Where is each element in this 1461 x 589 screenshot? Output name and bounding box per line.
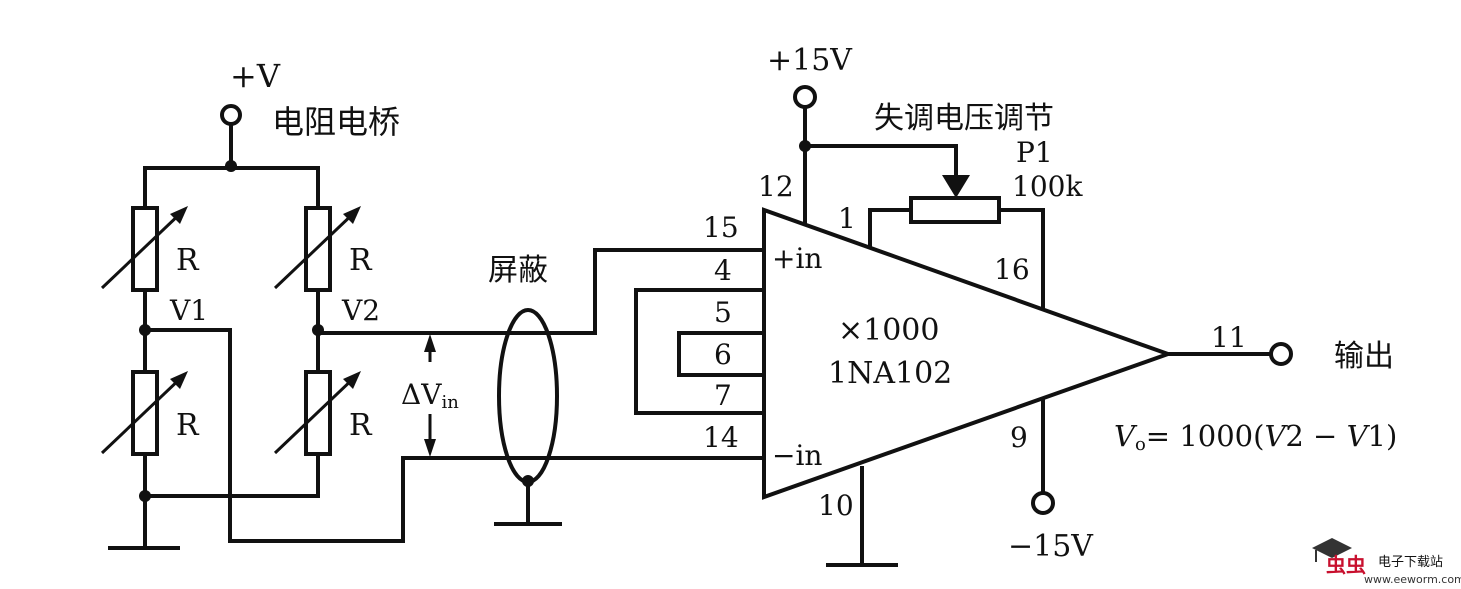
- pin-10-label: 10: [818, 489, 854, 522]
- potentiometer-p1: [909, 196, 1001, 224]
- pin-5-label: 5: [714, 296, 732, 329]
- signal-wiring: ΔVin 屏蔽: [143, 248, 766, 543]
- strap-pin5-pin6: [677, 331, 766, 377]
- node-v1-label: V1: [169, 294, 208, 327]
- offset-title: 失调电压调节: [874, 101, 1054, 136]
- pin-11-label: 11: [1211, 321, 1247, 354]
- watermark-site: 电子下载站: [1378, 555, 1443, 570]
- bridge-top-wire: [143, 166, 320, 210]
- neg-15v-terminal: [1031, 491, 1055, 515]
- delta-vin-label: ΔVin: [401, 378, 459, 413]
- variable-arrow-icon: [100, 206, 188, 290]
- pin-6-label: 6: [714, 338, 732, 371]
- pot-value-label: 100k: [1012, 170, 1083, 203]
- pin-14-label: 14: [703, 421, 739, 454]
- pot-name-label: P1: [1016, 136, 1053, 169]
- pin-12-label: 12: [758, 170, 794, 203]
- pin-4-label: 4: [714, 254, 732, 287]
- variable-arrow-icon: [100, 371, 188, 455]
- gain-label: ×1000: [838, 313, 939, 348]
- pos-15v-terminal: [793, 85, 817, 109]
- pos-v-terminal: [220, 104, 242, 126]
- strap-pin4-pin7: [634, 288, 766, 415]
- node-v2-label: V2: [341, 294, 380, 327]
- wire-pin16: [997, 208, 1045, 308]
- resistor-label: R: [176, 243, 200, 278]
- variable-arrow-icon: [273, 206, 361, 290]
- graduation-cap-icon: [1312, 538, 1352, 562]
- model-label: 1NA102: [828, 356, 952, 391]
- resistor-label: R: [349, 243, 373, 278]
- pin-1-label: 1: [838, 202, 856, 235]
- pos-v-label: +V: [230, 57, 281, 95]
- bridge-title: 电阻电桥: [272, 103, 400, 141]
- wire-v2-to-plus-in: [316, 248, 766, 335]
- wire-pin1: [868, 208, 913, 248]
- arrow-down-icon: [424, 439, 436, 457]
- instrumentation-amplifier: 15 4 5 6 7 14 12 1 16 9 10 11 +in −in ×1…: [634, 85, 1293, 567]
- minus-in-label: −in: [772, 439, 822, 472]
- resistor-label: R: [176, 408, 200, 443]
- watermark-url: www.eeworm.com: [1364, 573, 1461, 586]
- wire-v1-to-minus-in: [143, 328, 766, 543]
- wiper-arrow-icon: [942, 175, 970, 198]
- pin-15-label: 15: [703, 211, 739, 244]
- pin-16-label: 16: [994, 253, 1030, 286]
- output-terminal: [1269, 342, 1293, 366]
- resistor-label: R: [349, 408, 373, 443]
- variable-arrow-icon: [273, 371, 361, 455]
- shield-label: 屏蔽: [488, 253, 548, 288]
- arrow-up-icon: [424, 334, 436, 352]
- pin-7-label: 7: [714, 379, 732, 412]
- neg-15v-label: −15V: [1008, 529, 1094, 564]
- resistor-bridge: +V 电阻电桥 R R R R V1 V2: [100, 57, 400, 550]
- watermark-mark: 虫虫: [1326, 553, 1366, 577]
- output-formula: Vo= 1000(V2 − V1): [1114, 419, 1397, 455]
- plus-in-label: +in: [772, 242, 822, 275]
- pin-9-label: 9: [1010, 421, 1028, 454]
- output-label: 输出: [1334, 339, 1394, 374]
- pos-15v-label: +15V: [767, 43, 853, 78]
- amplifier-triangle: [762, 207, 1174, 500]
- site-watermark: 虫虫 电子下载站 www.eeworm.com: [1312, 538, 1461, 586]
